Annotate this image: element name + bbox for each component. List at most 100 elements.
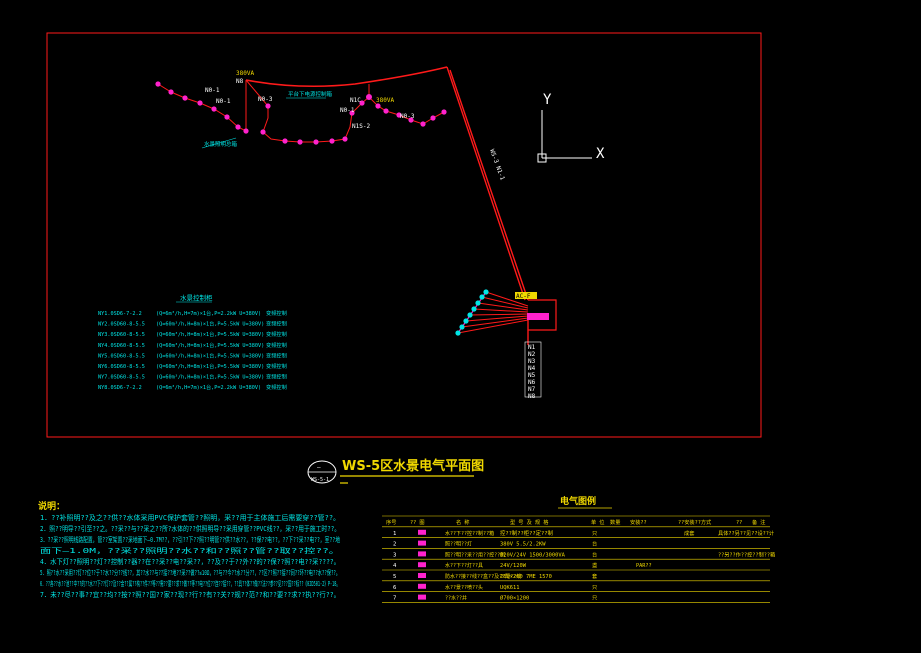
title-ref-top: — [317,464,321,471]
legend-symbol-icon [418,551,426,557]
pump-row-note: 变频控制 [266,320,287,328]
pump-row-note: 变频控制 [266,373,287,381]
pump-marker [463,318,469,324]
label-n1c: N1C [350,97,361,104]
tag-platform-box: 平台下电源控制箱 [288,90,333,98]
fixture-marker [265,103,271,109]
label-n0-1-right: N0-1 [340,107,355,114]
legend-row-name: 水??景??喷??头 [445,584,483,591]
legend-row-no: 1 [393,531,396,537]
legend-row-remark: ??另??作??控??制??箱 [718,550,775,558]
legend-row-no: 3 [393,552,396,558]
legend-row-name: 照??明??采??用??控??制 [445,551,505,558]
label-n0-3-left: N0-3 [258,96,273,103]
trunk-cable [446,66,529,301]
fixture-marker [297,139,303,145]
notes-section: 说明： 1．??补照明??及之??供??水体采用PVC保护套管??照明，采??用… [38,500,340,599]
pump-row-note: 变频控制 [266,362,287,370]
fixture-marker [282,138,288,144]
pump-row-spec: (Q=60m³/h,H=8m)×1台,P=5.5kW U=380V) [156,351,264,359]
label-n0-1: N0-1 [205,87,220,94]
fixture-marker [396,112,402,118]
fixture-marker [260,129,266,135]
legend-row-unit: 只 [592,595,597,602]
legend-row-unit: 台 [592,540,597,548]
pump-row-model: NY6.0SD60-8-5.5 [98,364,145,370]
legend-header: ??安装??方式 [678,518,712,526]
legend-row-spec: Ø20V/24V 1500/3000VA [500,551,566,558]
fixture-marker [383,108,389,114]
note-line: 3．??采??照明线路配置，管??室架置??采地面下–0.7M??，??引??下… [40,535,340,544]
legend-header: 数量 [610,518,620,526]
legend-row-remark: 具体??另??见??设??计 [718,529,774,537]
tag-leader [201,137,237,149]
legend-row-name: 防水??接??线??盒??及??配??线 [445,573,521,580]
fixture-marker [329,138,335,144]
label-n0-1b: N0-1 [216,98,231,105]
pump-marker [459,324,465,330]
pump-row-note: 变频控制 [266,309,287,317]
circuit-label-n6: N6 [528,379,536,386]
legend-row-spec: 380V 5.5/2.2KW [500,542,546,548]
pump-row-note: 变频控制 [266,330,287,338]
circuit-label-n4: N4 [528,365,536,372]
legend-row-no: 4 [393,563,397,569]
pump-row-note: 变频控制 [266,341,287,349]
right-fixture-chain [349,84,447,127]
fixture-marker [366,94,372,100]
legend-symbol-icon [418,573,426,578]
pump-row-spec: (Q=60m³/h,H=8m)×1台,P=5.5kW U=380V) [156,330,264,338]
note-line: 面下–1.0M，??采??照明??水??和??照??管??取??控??。 [40,546,340,555]
legend-header: ?? [736,520,742,526]
pump-row-spec: (Q=60m³/h,H=8m)×1台,P=5.5kW U=380V) [156,362,264,370]
pump-table-title: 水景控制柜 [180,293,213,302]
fixture-marker [420,121,426,127]
tag-lighting-box: 水景照明总箱 [204,140,238,148]
pump-row-note: 变频控制 [266,383,287,391]
pump-row-model: NY4.0SD60-8-5.5 [98,343,145,349]
title-ref-bottom: WS-5-1 [311,477,329,483]
feeder-fan [455,289,529,345]
pump-marker [455,330,461,336]
note-line: 6．??各??水??池??中??的??水??下??灯??及??金??属??构??… [40,579,340,588]
pump-row-spec: (Q=60m³/h,H=8m)×1台,P=5.5kW U=380V) [156,320,264,328]
legend-row-spec: 控??制??柜??定??制 [500,529,553,537]
legend-row-spec: UQK611 [500,585,519,591]
legend-table: 电气图例 序号?? 图名 称型 号 及 规 格单 位数量安装????安装??方式… [382,495,775,603]
legend-symbol-icon [418,583,426,589]
legend-row-unit: 只 [592,530,597,537]
fixture-marker [168,89,174,95]
legend-row-unit: 套 [592,572,598,580]
legend-header: 单 位 [591,518,605,526]
fixture-marker [349,110,355,116]
legend-row-no: 6 [393,585,396,591]
fixture-marker [235,124,241,130]
main-feeder-cable [245,66,448,88]
drawing-title: WS-5区水景电气平面图 [342,458,484,474]
ac-box-feed [528,299,557,331]
pump-row-model: NY1.0SD6-7-2.2 [98,311,142,317]
legend-header: 安装?? [630,518,647,526]
label-n1s-2: N1S-2 [352,123,370,130]
ac-box-tag [515,292,537,299]
legend-row-spec: Ø700×1200 [500,595,529,602]
legend-header: 型 号 及 规 格 [510,518,549,526]
legend-row-extra: 成套 [684,529,695,537]
pump-marker [475,300,481,306]
legend-row-name: ??水??井 [445,595,467,602]
legend-row-name: 照??明??灯 [445,541,472,548]
legend-row-unit: 台 [592,550,597,558]
fixture-marker [359,100,365,106]
legend-row-spec: 200×200 7ME 1570 [500,574,552,580]
ac-box-symbol [527,313,549,320]
circuit-label-n5: N5 [528,372,536,379]
legend-symbol-icon [418,562,426,568]
pump-marker [483,289,489,295]
label-n0-3-right: N0-3 [400,113,415,120]
legend-row-name: 水??下??控??制??箱 [445,530,494,537]
pump-row-model: NY2.0SD60-8-5.5 [98,322,145,328]
note-line: 4．水下灯??照明??灯??控制??器??在??采??电??采??，??及??于… [40,557,340,566]
legend-row-unit: 盏 [592,561,597,569]
axis-x-label: X [596,146,605,162]
